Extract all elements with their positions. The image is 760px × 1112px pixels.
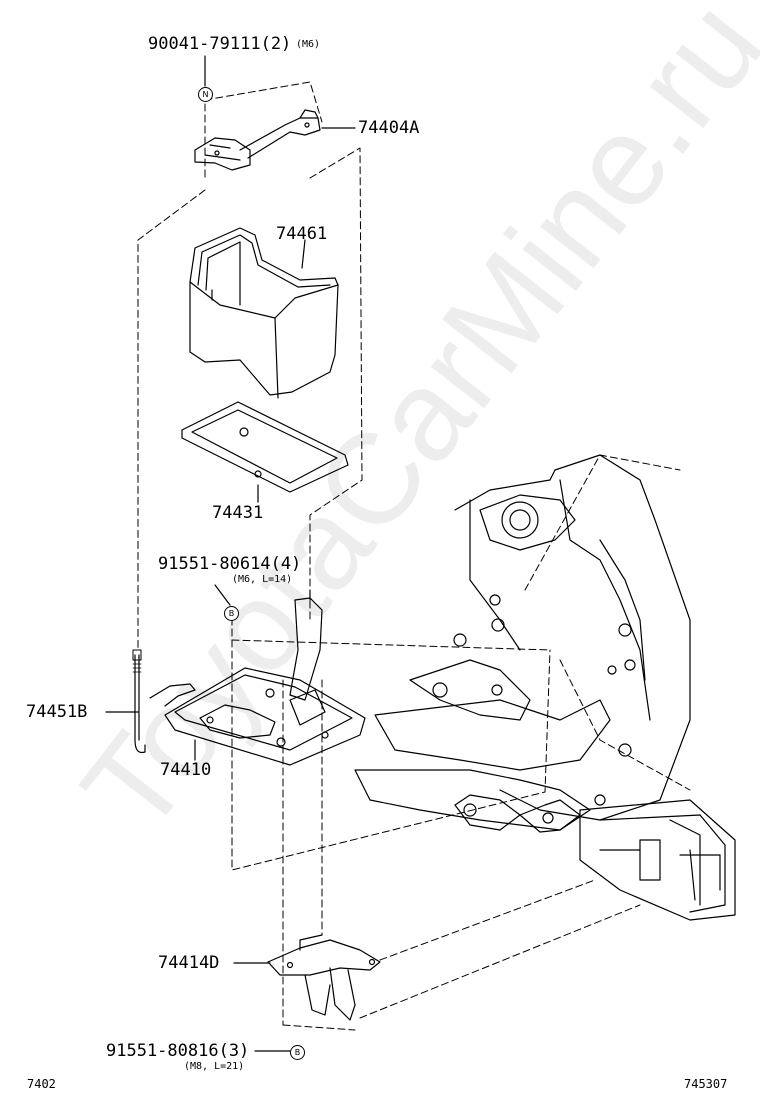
battery-hold-rod-74451B xyxy=(132,649,146,754)
mark-n: N xyxy=(198,87,213,102)
label-91551-80816: 91551-80816(3) xyxy=(106,1041,250,1061)
label-91551-80614-note: (M6, L=14) xyxy=(232,574,293,585)
label-74451B: 74451B xyxy=(26,702,88,722)
label-74414D: 74414D xyxy=(158,953,220,973)
battery-tray-pad-74431 xyxy=(181,401,349,493)
battery-bracket-74414D xyxy=(267,934,381,1021)
label-91551-80816-note: (M8, L=21) xyxy=(184,1061,245,1072)
battery-carrier-74410 xyxy=(149,589,366,766)
mark-b-lower: B xyxy=(290,1045,305,1060)
label-74410: 74410 xyxy=(160,760,212,780)
corner-right-code: 745307 xyxy=(684,1077,728,1091)
label-74404A: 74404A xyxy=(358,118,420,138)
mark-b-upper: B xyxy=(224,606,239,621)
label-74431: 74431 xyxy=(212,503,264,523)
battery-clamp-74404A xyxy=(194,109,321,171)
corner-left-code: 7402 xyxy=(27,1077,56,1091)
battery-box-74461 xyxy=(189,227,339,399)
label-90041: 90041-79111(2) xyxy=(148,34,292,54)
label-91551-80614: 91551-80614(4) xyxy=(158,554,302,574)
leader-lines xyxy=(105,55,356,1052)
label-74461: 74461 xyxy=(276,224,328,244)
vehicle-body-structure xyxy=(354,454,736,921)
label-90041-note: (M6) xyxy=(296,39,321,50)
